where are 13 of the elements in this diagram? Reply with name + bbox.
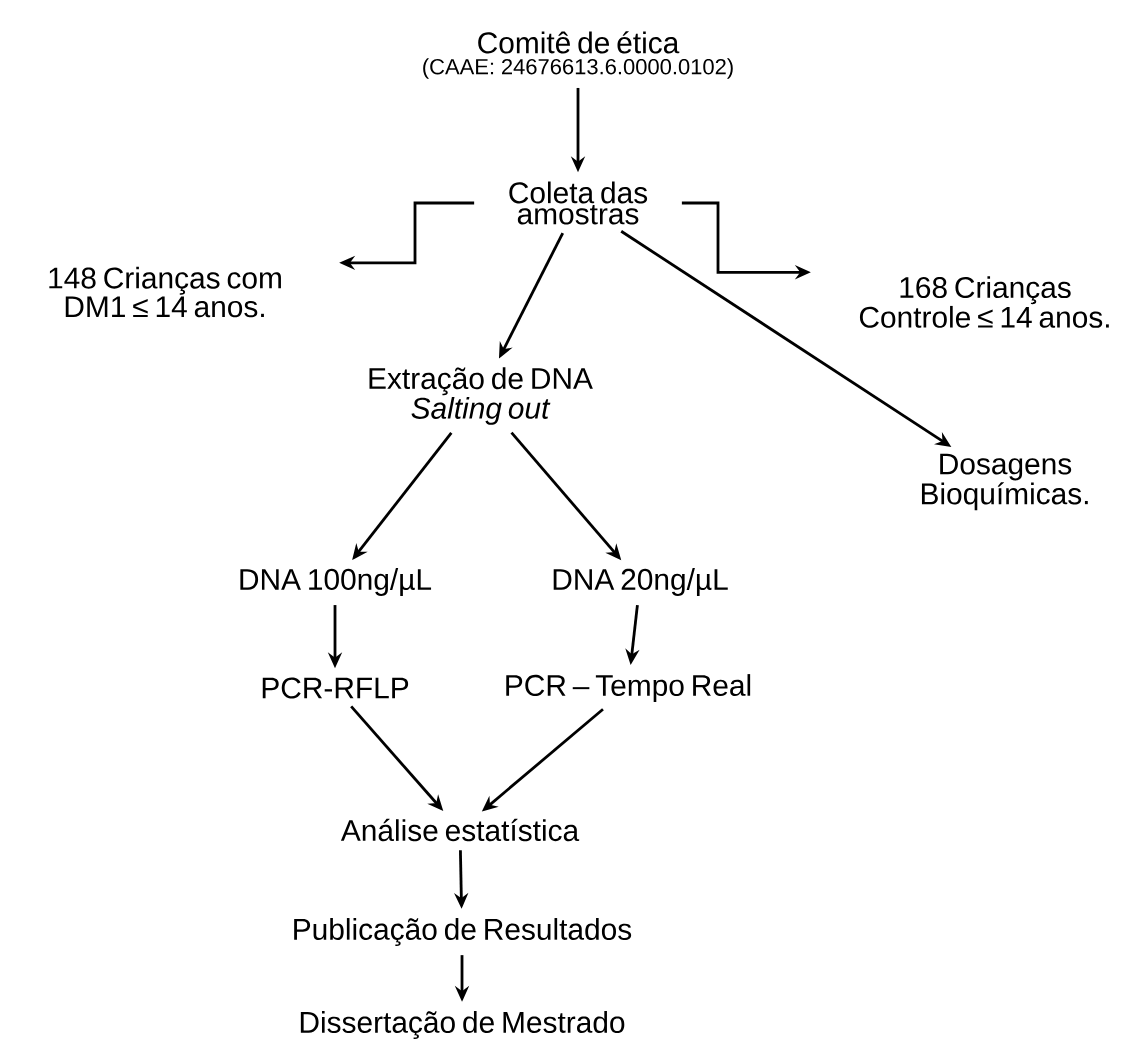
- step-text: 168 Crianças Controle ≤ 14 anos.: [859, 276, 1109, 328]
- step-text: DNA 100ng/µL: [240, 568, 432, 596]
- step-text: Dosagens Bioquímicas.: [921, 453, 1088, 511]
- step-text: Publicação de Resultados: [294, 918, 632, 946]
- step-text: PCR-RFLP: [262, 677, 409, 699]
- step-text: PCR – Tempo Real: [506, 674, 751, 702]
- step-text: Análise estatística: [340, 818, 580, 842]
- step-text: Comitê de ética (CAAE: 24676613.6.0000.0102): [423, 31, 733, 79]
- step-text: 148 Crianças com DM1 ≤ 14 anos.: [49, 266, 281, 318]
- step-text: DNA 20ng/µL: [553, 568, 728, 596]
- step-text: Dissertação de Mestrado: [300, 1011, 625, 1039]
- step-text: Extração de DNA Salting out: [369, 367, 593, 425]
- step-text: Coleta das amostras: [509, 181, 648, 225]
